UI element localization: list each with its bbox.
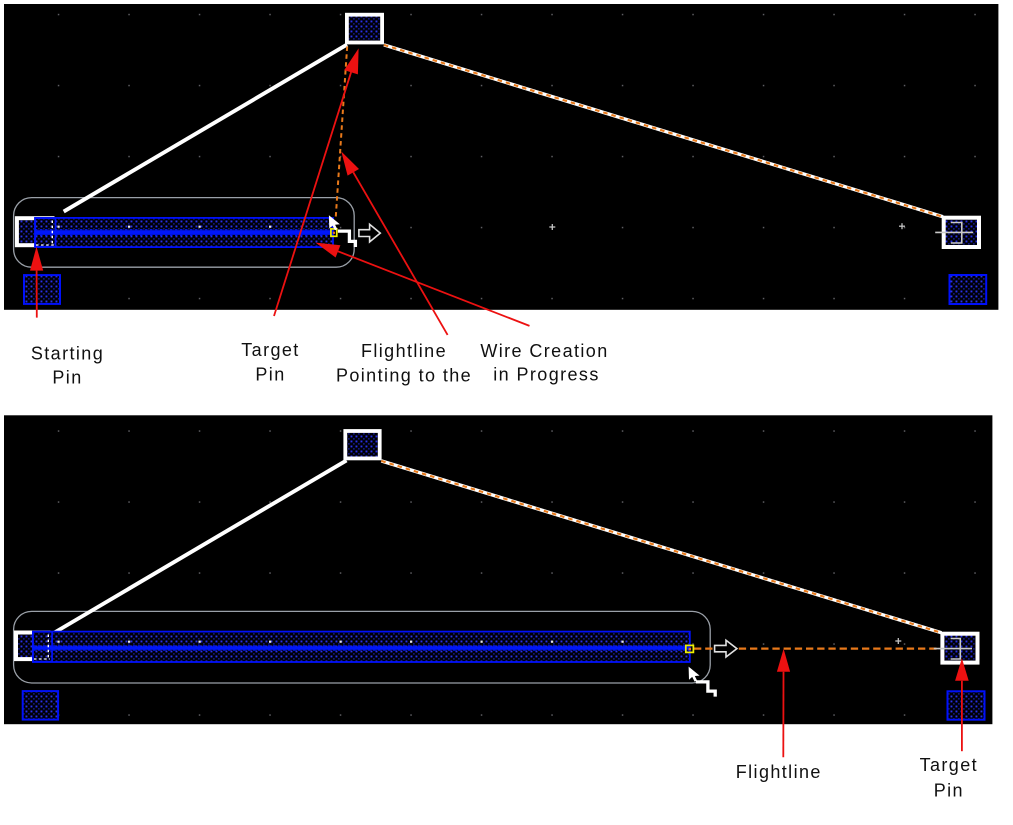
svg-text:Flightline: Flightline <box>361 341 447 361</box>
svg-text:Target: Target <box>920 755 978 775</box>
svg-text:Pin: Pin <box>52 367 82 387</box>
svg-text:Wire Creation: Wire Creation <box>480 341 608 361</box>
svg-text:Pointing to the: Pointing to the <box>336 366 472 386</box>
svg-text:Starting: Starting <box>31 343 104 363</box>
svg-text:Target: Target <box>241 340 299 360</box>
svg-text:in Progress: in Progress <box>493 365 599 385</box>
svg-text:Pin: Pin <box>255 365 285 385</box>
svg-text:Flightline: Flightline <box>736 762 822 782</box>
svg-text:Pin: Pin <box>934 781 964 801</box>
